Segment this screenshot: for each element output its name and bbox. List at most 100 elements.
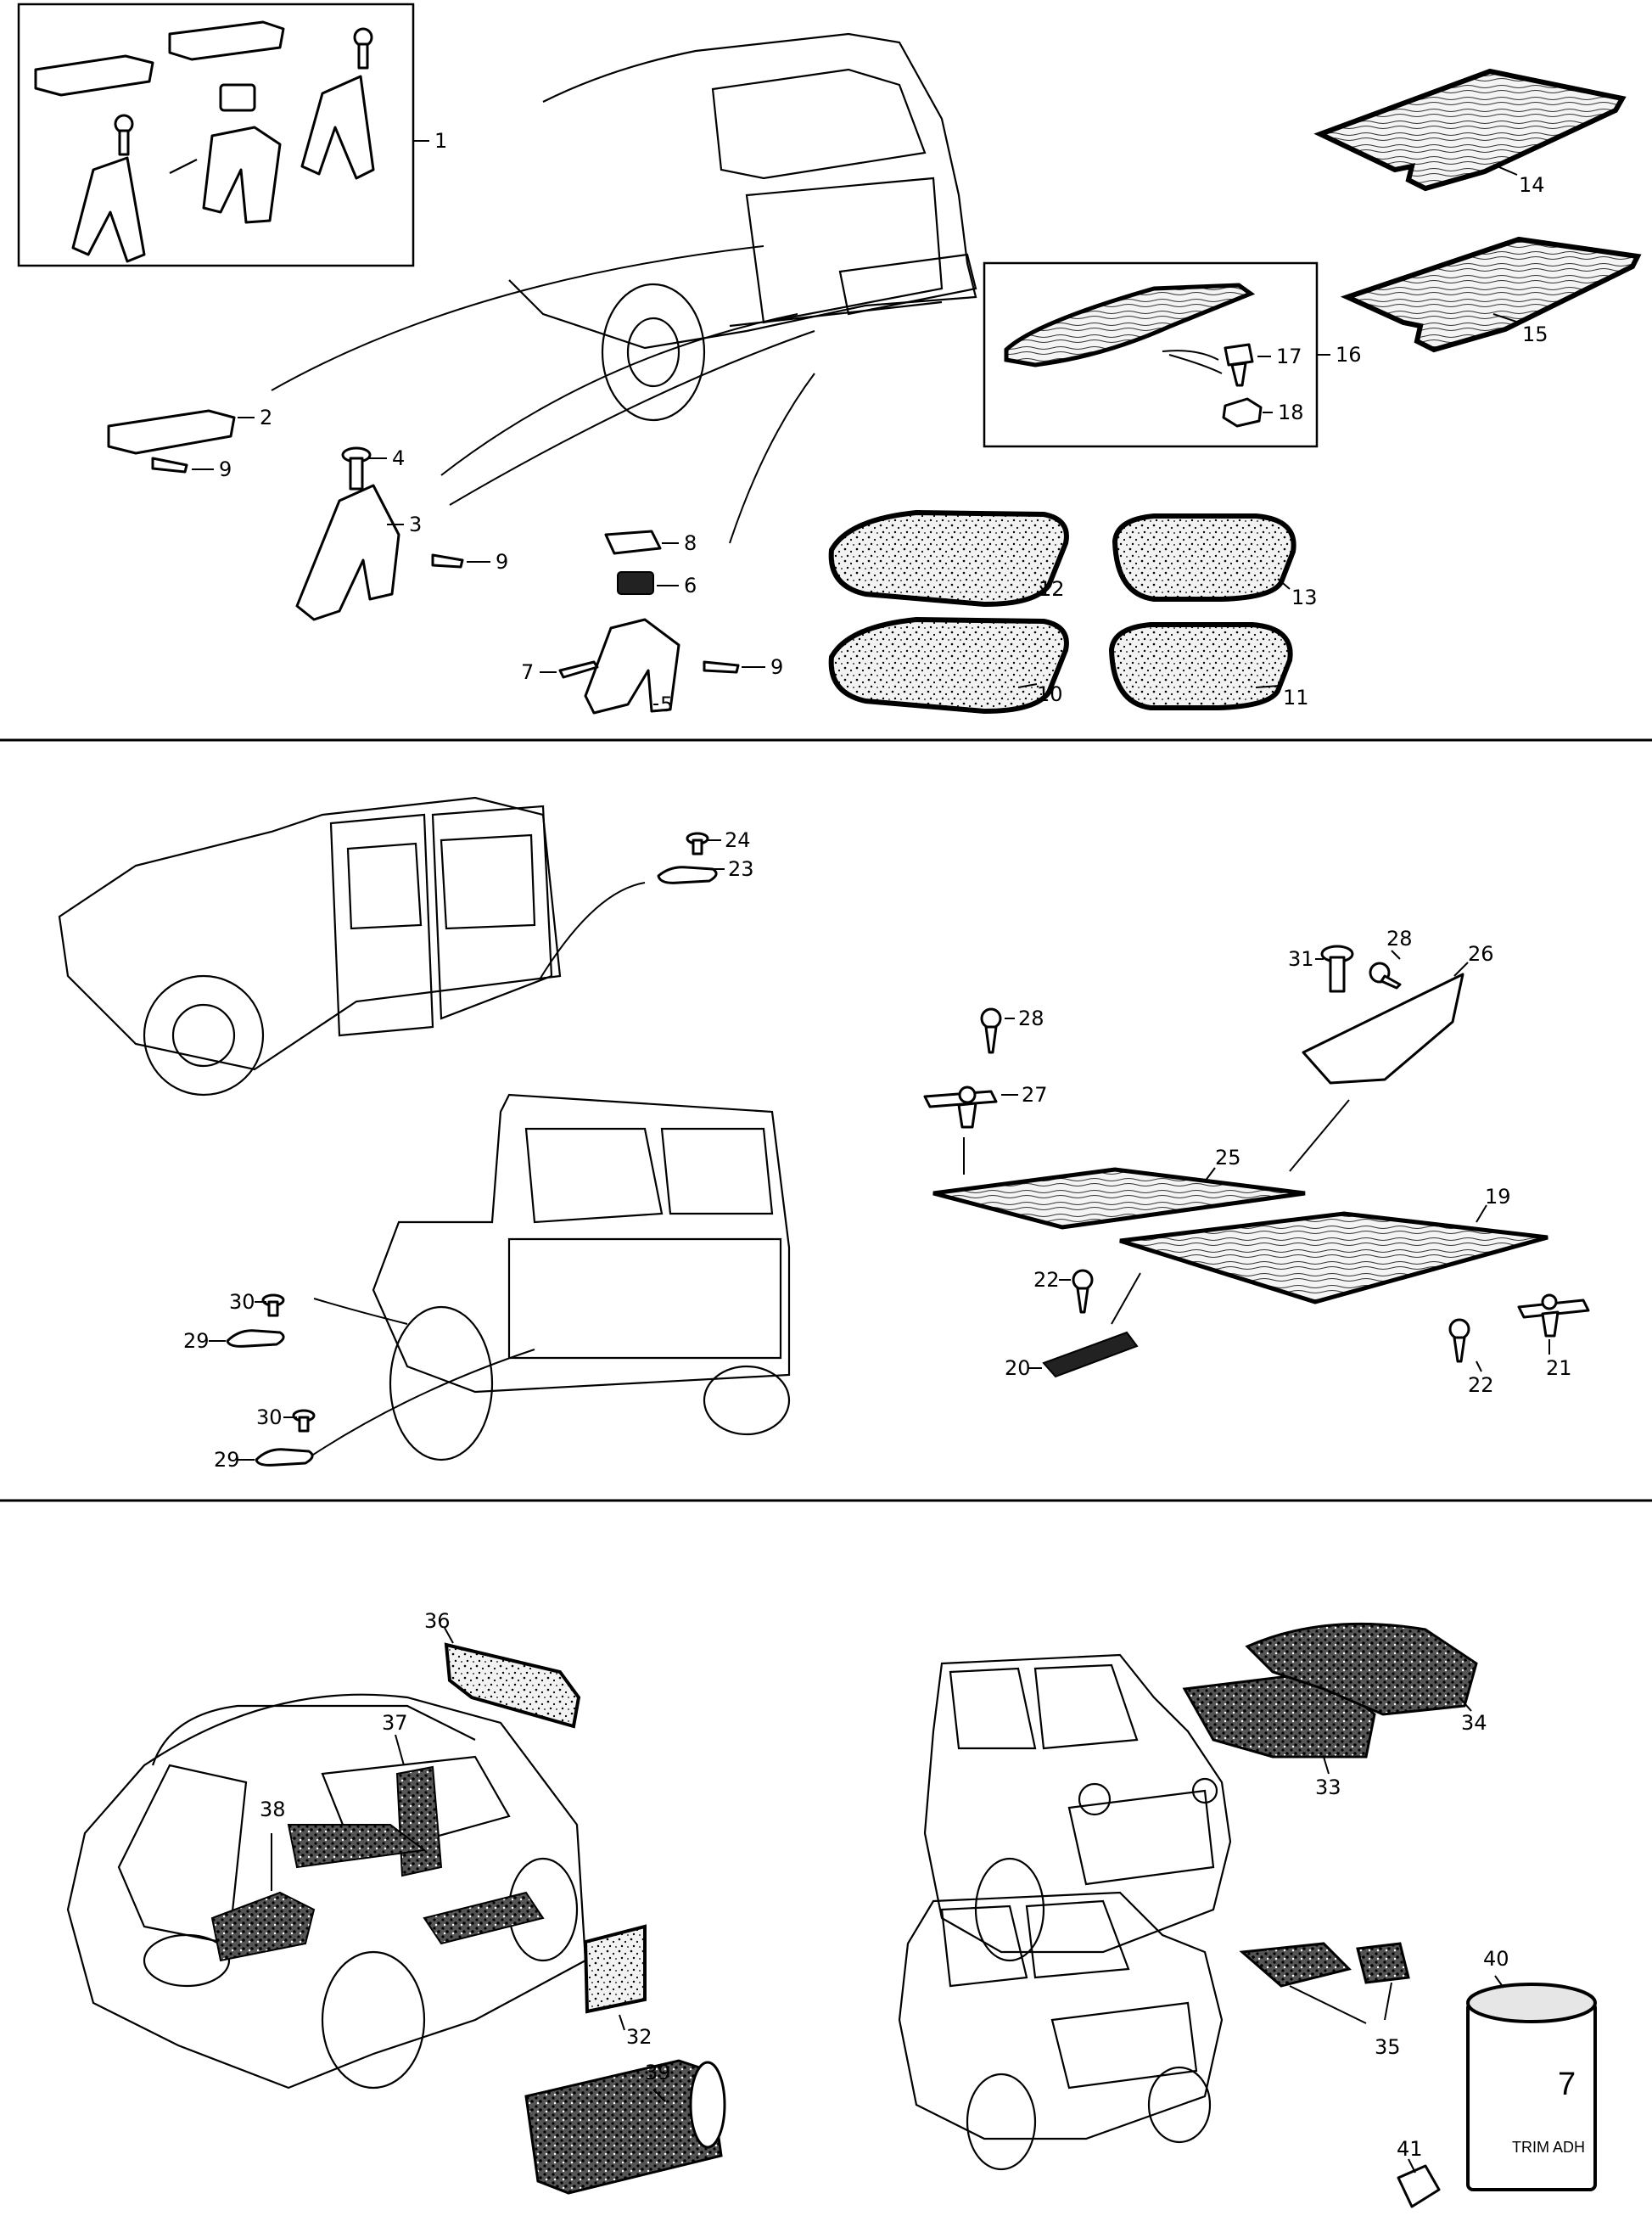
- callout-1: 1: [434, 129, 447, 153]
- part-13-mat: [1112, 513, 1296, 602]
- part-15-mat: [1340, 236, 1642, 353]
- part-5-bracket: [584, 618, 680, 715]
- callout-17: 17: [1276, 345, 1302, 368]
- part-29b-clip: [255, 1448, 314, 1467]
- section-estate-van: 24 23 30 29 30: [58, 796, 1590, 1472]
- part-36-panel: [444, 1642, 581, 1729]
- callout-34: 34: [1461, 1711, 1487, 1735]
- part-19-panel: [1119, 1211, 1548, 1304]
- callout-40: 40: [1483, 1947, 1509, 1971]
- callout-22a: 22: [1033, 1268, 1060, 1292]
- callout-15: 15: [1522, 323, 1548, 346]
- part-17-fastener: [1224, 343, 1254, 387]
- part-14-mat: [1313, 68, 1627, 192]
- part-9b-screw: [431, 553, 464, 569]
- callout-30b: 30: [256, 1405, 283, 1429]
- callout-28b: 28: [1386, 927, 1413, 951]
- part-22b-screw: [1448, 1318, 1470, 1363]
- part-31-screw: [1320, 945, 1354, 993]
- kit-box-1: [17, 3, 415, 267]
- callout-18: 18: [1278, 401, 1304, 424]
- callout-41: 41: [1397, 2137, 1423, 2161]
- part-26-bracket: [1302, 973, 1464, 1085]
- part-12-mat: [828, 509, 1069, 608]
- part-18-nut: [1222, 397, 1263, 428]
- part-8: [604, 530, 662, 555]
- part-20-plate: [1042, 1331, 1139, 1378]
- callout-9a: 9: [219, 457, 232, 481]
- saloon-rear-3-4-outline: [66, 1693, 587, 2090]
- callout-10: 10: [1037, 682, 1063, 706]
- callout-29a: 29: [183, 1329, 210, 1353]
- part-25-panel: [932, 1167, 1306, 1230]
- estate-rear-outline: [58, 796, 562, 1097]
- part-7-screw: [558, 660, 599, 679]
- callout-5: 5: [660, 693, 673, 716]
- part-10-mat: [828, 616, 1069, 715]
- callout-27: 27: [1022, 1083, 1048, 1107]
- callout-25: 25: [1215, 1146, 1241, 1170]
- tin-label: TRIM ADH: [1512, 2139, 1585, 2156]
- callout-29b: 29: [214, 1448, 240, 1472]
- part-22a-screw: [1072, 1269, 1094, 1314]
- callout-9b: 9: [496, 550, 508, 574]
- callout-39: 39: [645, 2061, 671, 2084]
- saloon-front-outline: [923, 1653, 1232, 1962]
- part-37-insulation: [395, 1765, 443, 1877]
- part-28a-screw: [980, 1007, 1002, 1054]
- callout-14: 14: [1519, 173, 1545, 197]
- callout-36: 36: [424, 1609, 451, 1633]
- callout-22b: 22: [1468, 1373, 1494, 1397]
- callout-23: 23: [728, 857, 754, 881]
- callout-26: 26: [1468, 942, 1494, 966]
- callout-37: 37: [382, 1711, 408, 1735]
- callout-7: 7: [521, 660, 534, 684]
- callout-31: 31: [1288, 947, 1314, 971]
- callout-13: 13: [1291, 586, 1318, 609]
- callout-2: 2: [260, 406, 272, 429]
- part-38-insulation: [210, 1891, 316, 1962]
- part-34-pad: [1245, 1622, 1478, 1716]
- callout-33: 33: [1315, 1775, 1341, 1799]
- callout-6: 6: [684, 574, 697, 597]
- part-2: [107, 409, 236, 455]
- part-40-adhesive-tin: TRIM ADH 7: [1466, 1983, 1597, 2191]
- part-3-bracket: [295, 484, 400, 621]
- van-rear-outline: [372, 1093, 791, 1461]
- callout-19: 19: [1485, 1185, 1511, 1209]
- part-27-plate: [923, 1085, 998, 1129]
- section-saloon-rear-seat: 1 2 9 4 3: [17, 3, 1642, 716]
- part-30a-bolt: [261, 1293, 285, 1317]
- callout-8: 8: [684, 531, 697, 555]
- callout-16: 16: [1336, 343, 1362, 367]
- callout-20: 20: [1005, 1356, 1031, 1380]
- callout-12: 12: [1039, 577, 1065, 601]
- callout-38: 38: [260, 1798, 286, 1821]
- part-24-bolt: [686, 832, 709, 855]
- callout-32: 32: [626, 2025, 652, 2049]
- part-23-clip: [657, 866, 718, 884]
- part-9c-screw: [703, 660, 740, 674]
- part-16-panel: [1004, 283, 1256, 367]
- part-21-plate: [1517, 1293, 1590, 1338]
- callout-28a: 28: [1018, 1007, 1044, 1030]
- callout-11: 11: [1283, 686, 1309, 710]
- saloon-rear-outline: [508, 32, 977, 422]
- part-29a-clip: [226, 1329, 285, 1348]
- section-insulation: 37 38 36 32 39 33: [66, 1609, 1597, 2208]
- clubman-front-outline: [898, 1891, 1224, 2171]
- callout-21: 21: [1546, 1356, 1572, 1380]
- part-30b-bolt: [292, 1409, 316, 1433]
- kit-1-parts: [34, 20, 375, 263]
- part-11-mat: [1108, 622, 1293, 710]
- callout-4: 4: [392, 446, 405, 470]
- callout-24: 24: [725, 828, 751, 852]
- part-35-pads: [1239, 1942, 1410, 1988]
- part-6: [617, 571, 654, 595]
- callout-30a: 30: [229, 1290, 255, 1314]
- callout-35: 35: [1375, 2035, 1401, 2059]
- part-28b-screw: [1369, 962, 1402, 990]
- part-39-roll: [524, 2059, 726, 2195]
- callout-9c: 9: [770, 655, 783, 679]
